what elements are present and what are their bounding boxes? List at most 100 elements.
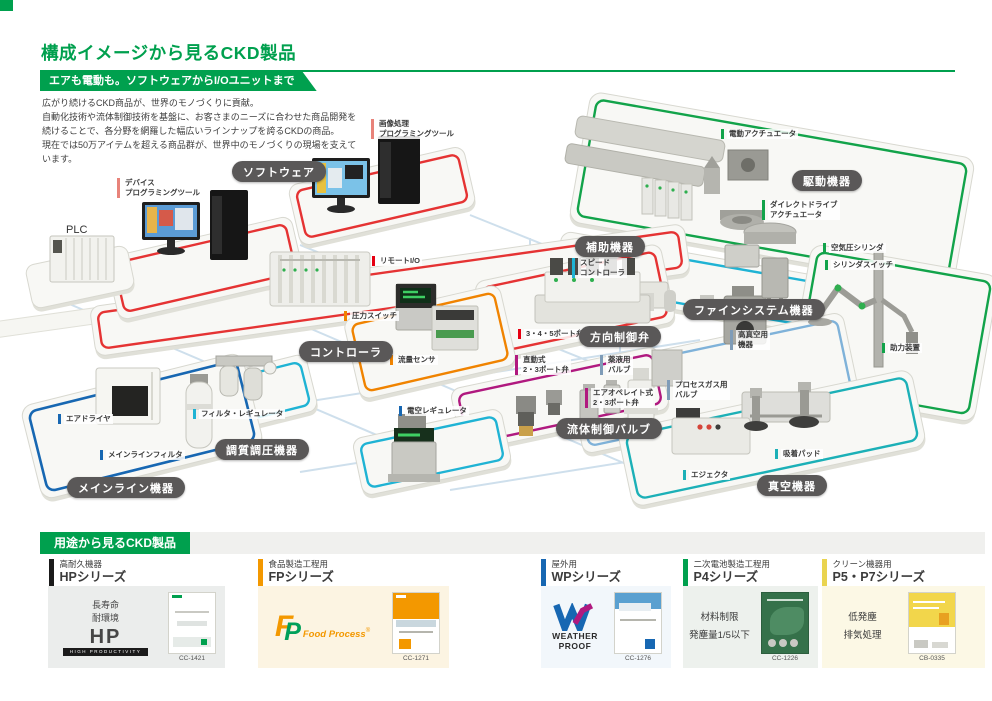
card-color-bar (683, 559, 688, 588)
hp-features: 長寿命耐環境 (91, 599, 119, 624)
catalog-cover-fp[interactable] (392, 592, 440, 654)
suction-pad-label: 吸着パッド (775, 449, 823, 460)
direct-acting-valve-label: 直動式 2・3ポート弁 (515, 355, 571, 376)
label-marker (100, 450, 103, 461)
badge-air-treatment: 調質調圧機器 (215, 439, 309, 460)
pneumatic-cylinder-label: 空気圧シリンダ (823, 243, 886, 254)
port-valve-345-label: 3・4・5ポート弁 (518, 329, 586, 340)
label-marker (399, 406, 402, 417)
catalog-cover-p5p7[interactable] (908, 592, 956, 654)
card-category: 高耐久機器 (59, 559, 103, 569)
air-dryer-label: エアドライヤ (58, 414, 113, 425)
label-marker (518, 329, 521, 340)
badge-drive: 駆動機器 (792, 170, 862, 191)
filter-regulator-device (215, 355, 277, 401)
badge-fluid-valve: 流体制御バルブ (556, 418, 662, 439)
mainline-filter-label: メインラインフィルタ (100, 450, 185, 461)
card-color-bar (822, 559, 827, 588)
card-category: 二次電池製造工程用 (693, 559, 771, 569)
card-color-bar (49, 559, 54, 588)
hp-logo: HP (89, 625, 122, 648)
card-series: P4シリーズ (693, 569, 759, 584)
label-marker (515, 355, 518, 376)
air-operated-valve-label: エアオペレイト式 2・3ポート弁 (585, 388, 655, 409)
badge-fine-system: ファインシステム機器 (683, 299, 825, 320)
electro-pneumatic-regulator-label: 電空レギュレータ (399, 406, 469, 417)
cylinder-switch-label: シリンダスイッチ (825, 260, 895, 271)
direct-acting-valves (516, 390, 562, 436)
label-marker (600, 355, 603, 376)
sub-banner: エアも電動も。ソフトウェアからI/Oユニットまで (40, 72, 317, 91)
badge-directional-valve: 方向制御弁 (579, 326, 661, 347)
pressure-switch-label: 圧力スイッチ (344, 311, 399, 322)
label-marker (58, 414, 61, 425)
p5p7-features: 低発塵排気処理 (843, 611, 882, 641)
card-series: WPシリーズ (551, 569, 622, 584)
card-p5p7[interactable]: 低発塵排気処理 CB-0335 (822, 586, 985, 668)
electric-actuator-label: 電動アクチュエータ (721, 129, 799, 140)
plc-label: PLC (66, 224, 88, 236)
card-series: HPシリーズ (59, 569, 127, 584)
ckd-logo-mark (172, 595, 182, 598)
pressure-switch-device (395, 283, 437, 331)
catalog-code: CB-0335 (919, 655, 945, 662)
label-marker (390, 355, 393, 366)
ep-regulator-device (388, 414, 440, 482)
device-programming-tool-label: デバイス プログラミングツール (117, 178, 202, 199)
label-marker (721, 129, 724, 140)
card-series: FPシリーズ (268, 569, 334, 584)
label-marker (683, 470, 686, 481)
card-series: P5・P7シリーズ (832, 569, 925, 584)
label-marker (823, 243, 826, 254)
usage-section-title: 用途から見るCKD製品 (40, 532, 190, 554)
catalog-cover-wp[interactable] (614, 592, 662, 654)
flow-sensor-device (431, 305, 479, 351)
label-marker (572, 258, 575, 279)
power-assist-label: 助力装置 (882, 343, 922, 354)
vacuum-devices (671, 382, 819, 455)
badge-auxiliary: 補助機器 (575, 236, 645, 257)
platform-software-1 (106, 216, 304, 323)
high-vacuum-label: 高真空用 機器 (730, 330, 770, 351)
catalog-code: CC-1421 (178, 655, 205, 662)
hp-logo-tagline: HIGH PRODUCTIVITY (62, 647, 149, 656)
label-marker (193, 409, 196, 420)
card-color-bar (258, 559, 263, 588)
card-p4[interactable]: 材料制限発塵量1/5以下 CC-1226 (683, 586, 818, 668)
intro-paragraph: 広がり続けるCKD商品が、世界のモノづくりに貢献。 自動化技術や流体制御技術を基… (42, 98, 357, 164)
flow-sensor-label: 流量センサ (390, 355, 438, 366)
air-dryer-device (95, 367, 161, 425)
process-gas-valve-label: プロセスガス用 バルブ (667, 380, 730, 401)
card-color-bar (541, 559, 546, 588)
remote-io-label: リモートI/O (372, 256, 423, 267)
catalog-cover-hp[interactable] (168, 592, 216, 654)
catalog-code: CC-1271 (402, 655, 429, 662)
page-title: 構成イメージから見るCKD製品 (41, 43, 297, 63)
speed-controller-label: スピード コントローラ (572, 258, 627, 279)
ckd-logo-mark (396, 595, 406, 598)
label-marker (371, 119, 374, 140)
drive-devices (564, 115, 769, 230)
p4-features: 材料制限発塵量1/5以下 (689, 611, 750, 641)
card-category: 食品製造工程用 (268, 559, 329, 569)
label-marker (730, 330, 733, 351)
corner-mark (0, 0, 13, 11)
title-rule (40, 70, 955, 72)
remote-io-device (269, 251, 371, 307)
badge-mainline: メインライン機器 (67, 477, 185, 498)
label-marker (882, 343, 885, 354)
label-marker (344, 311, 347, 322)
card-hp[interactable]: 長寿命耐環境 HP HIGH PRODUCTIVITY CC-1421 (48, 586, 225, 668)
ejector-label: エジェクタ (683, 470, 731, 481)
card-category: 屋外用 (551, 559, 578, 569)
catalog-cover-p4[interactable] (761, 592, 809, 654)
filter-regulator-label: フィルタ・レギュレータ (193, 409, 286, 420)
